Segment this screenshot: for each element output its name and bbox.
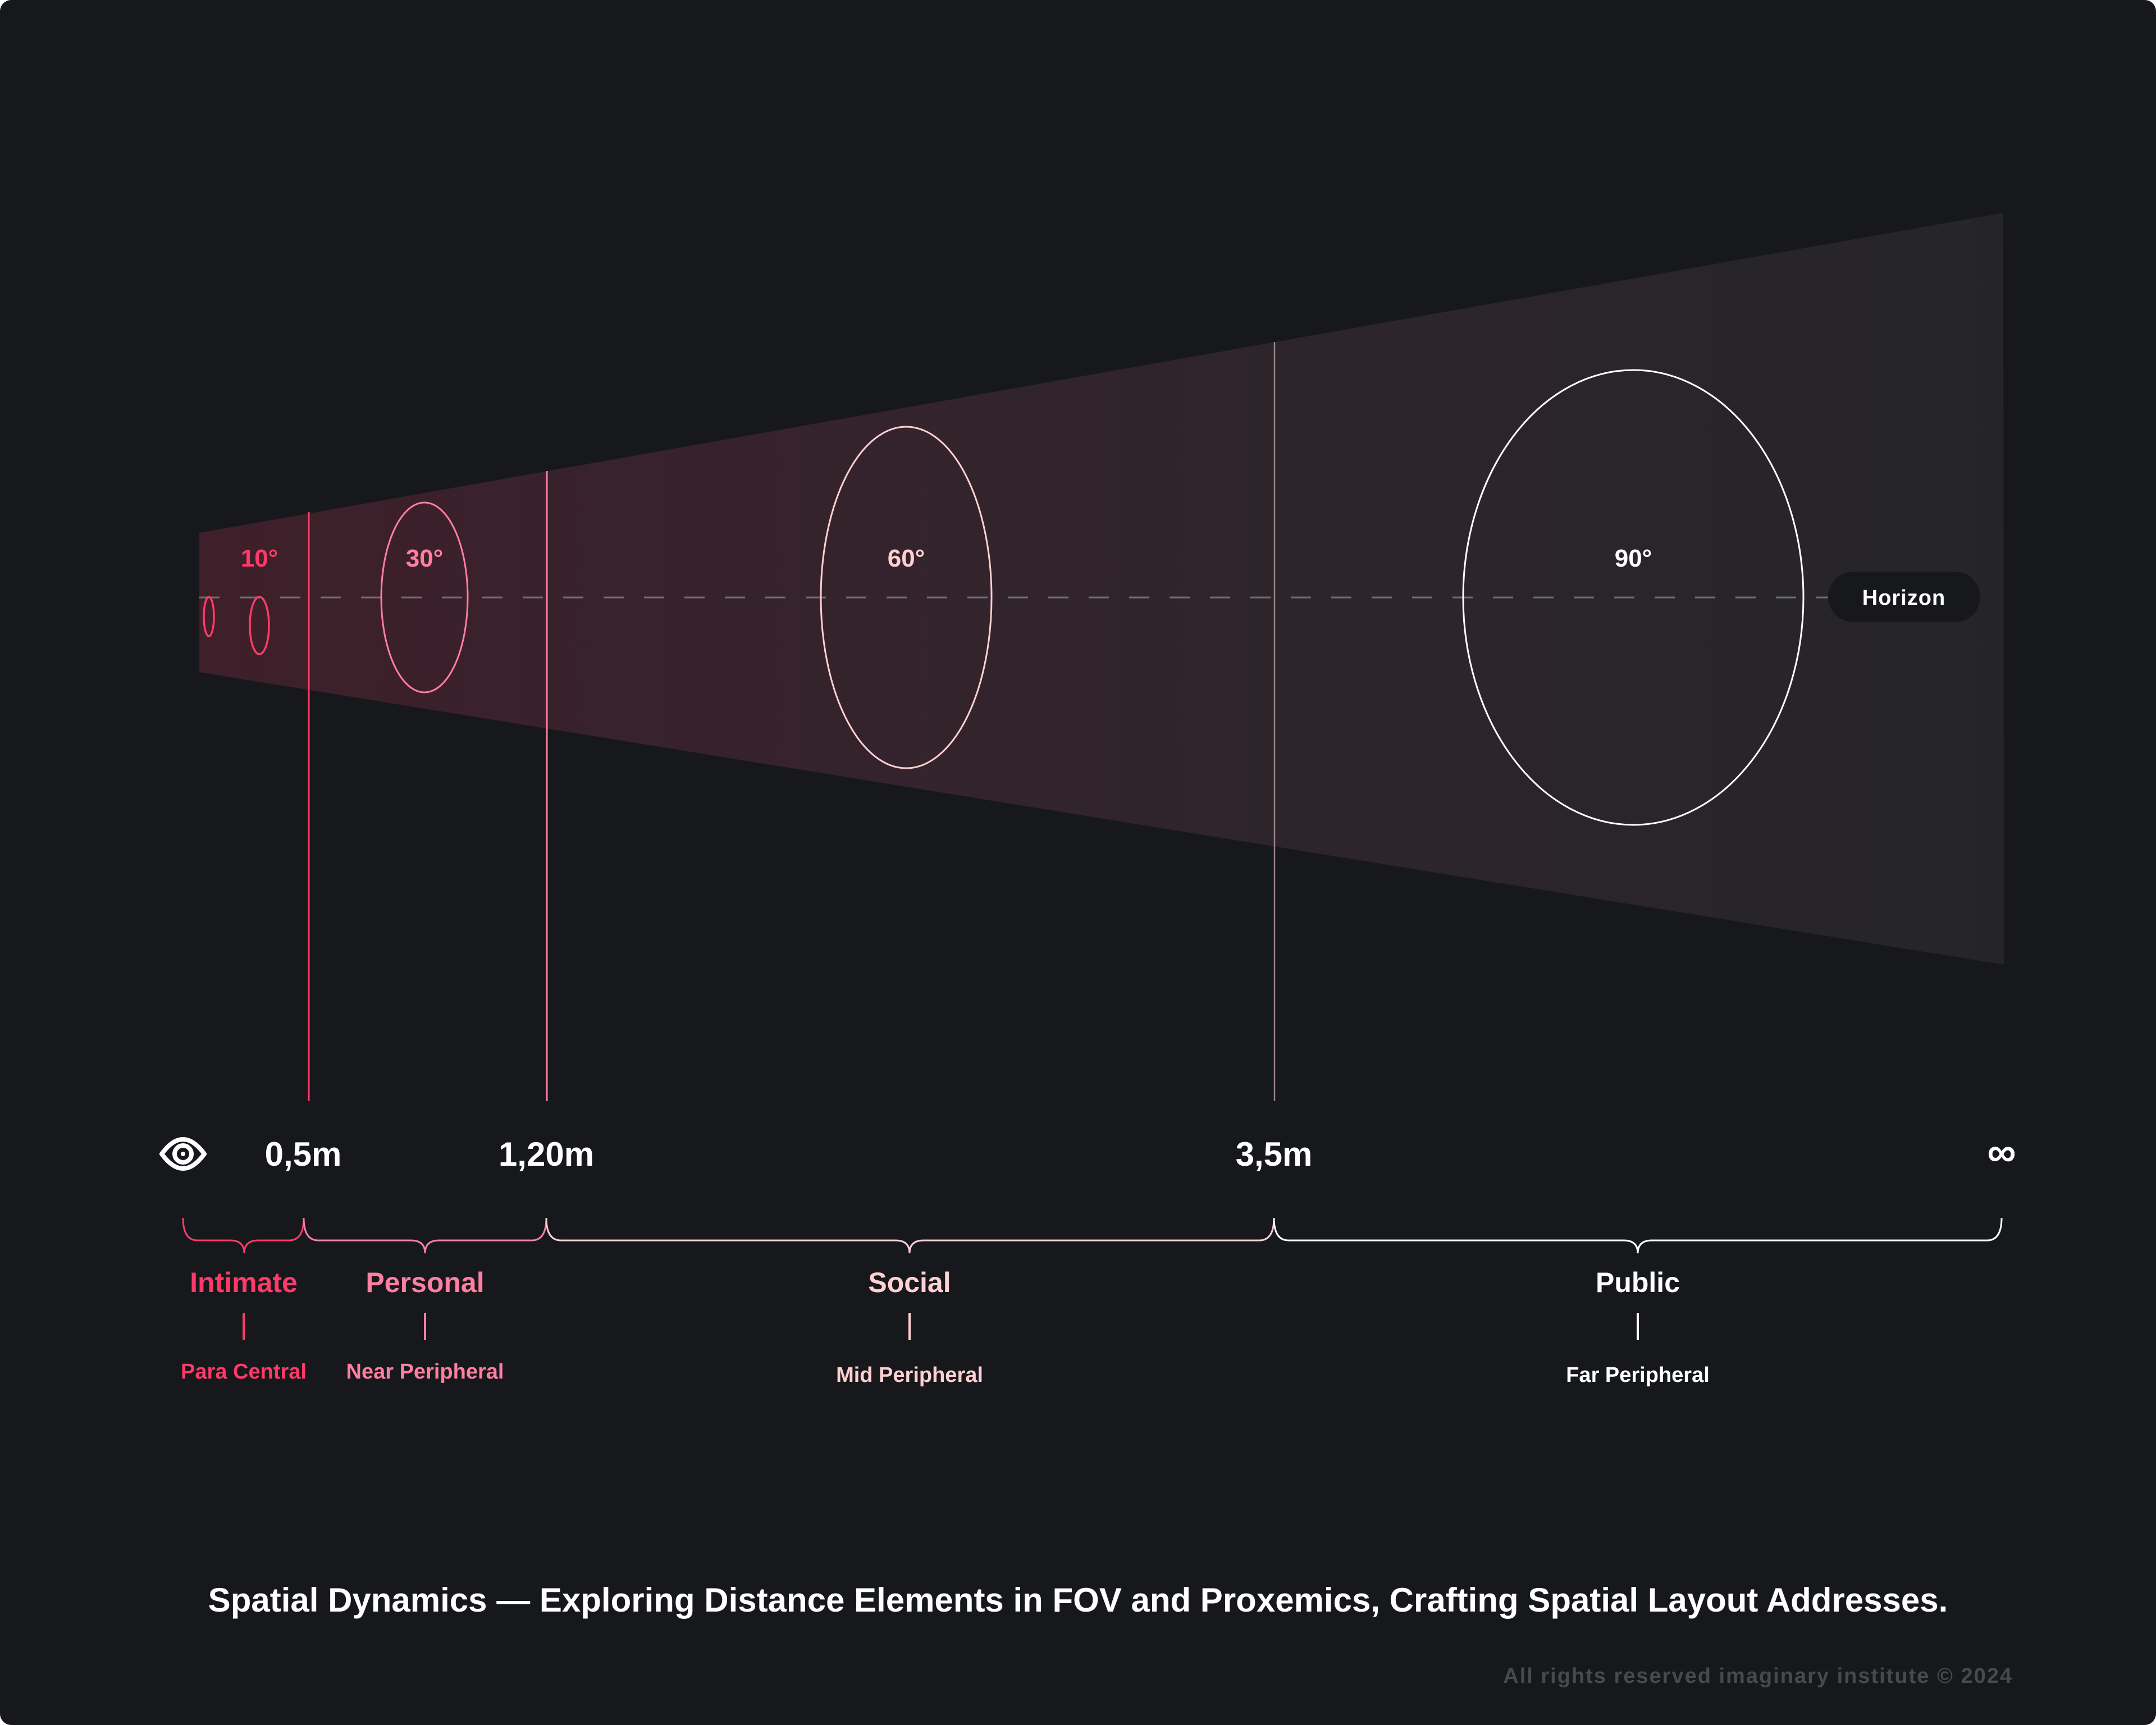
zone-label-social: Social xyxy=(868,1267,951,1298)
vision-label-near-peripheral: Near Peripheral xyxy=(346,1360,504,1384)
fov-ellipse-30deg xyxy=(380,501,469,693)
eye-icon xyxy=(159,1137,207,1171)
bracket-social xyxy=(545,1217,1275,1254)
fov-ellipse-90deg xyxy=(1462,369,1805,826)
distance-label-infinity: ∞ xyxy=(1987,1130,2016,1175)
vision-label-mid-peripheral: Mid Peripheral xyxy=(836,1363,983,1387)
horizon-label: Horizon xyxy=(1862,586,1945,610)
caption-title: Spatial Dynamics — Exploring Distance El… xyxy=(208,1581,1948,1619)
bracket-personal xyxy=(303,1217,547,1254)
fov-ellipse-60deg xyxy=(820,426,993,769)
bracket-intimate xyxy=(182,1217,305,1254)
distance-label-3-5m: 3,5m xyxy=(1236,1135,1313,1173)
zone-label-public: Public xyxy=(1596,1267,1680,1298)
distance-label-0-5m: 0,5m xyxy=(265,1135,342,1173)
angle-label-10: 10° xyxy=(241,545,278,572)
fov-ellipse-small-1 xyxy=(203,596,215,637)
caption-footer: All rights reserved imaginary institute … xyxy=(1503,1664,2013,1688)
zone-label-intimate: Intimate xyxy=(190,1267,298,1298)
fov-cone xyxy=(199,213,2004,965)
vision-label-far-peripheral: Far Peripheral xyxy=(1566,1363,1710,1387)
angle-label-90: 90° xyxy=(1615,545,1652,572)
horizon-badge: Horizon xyxy=(1828,572,1980,622)
angle-label-60: 60° xyxy=(888,545,925,572)
zone-label-personal: Personal xyxy=(366,1267,484,1298)
bracket-public xyxy=(1273,1217,2003,1254)
angle-label-30: 30° xyxy=(406,545,444,572)
distance-label-1-20m: 1,20m xyxy=(499,1135,594,1173)
fov-ellipse-10deg xyxy=(249,596,270,655)
vision-label-para-central: Para Central xyxy=(181,1360,307,1384)
